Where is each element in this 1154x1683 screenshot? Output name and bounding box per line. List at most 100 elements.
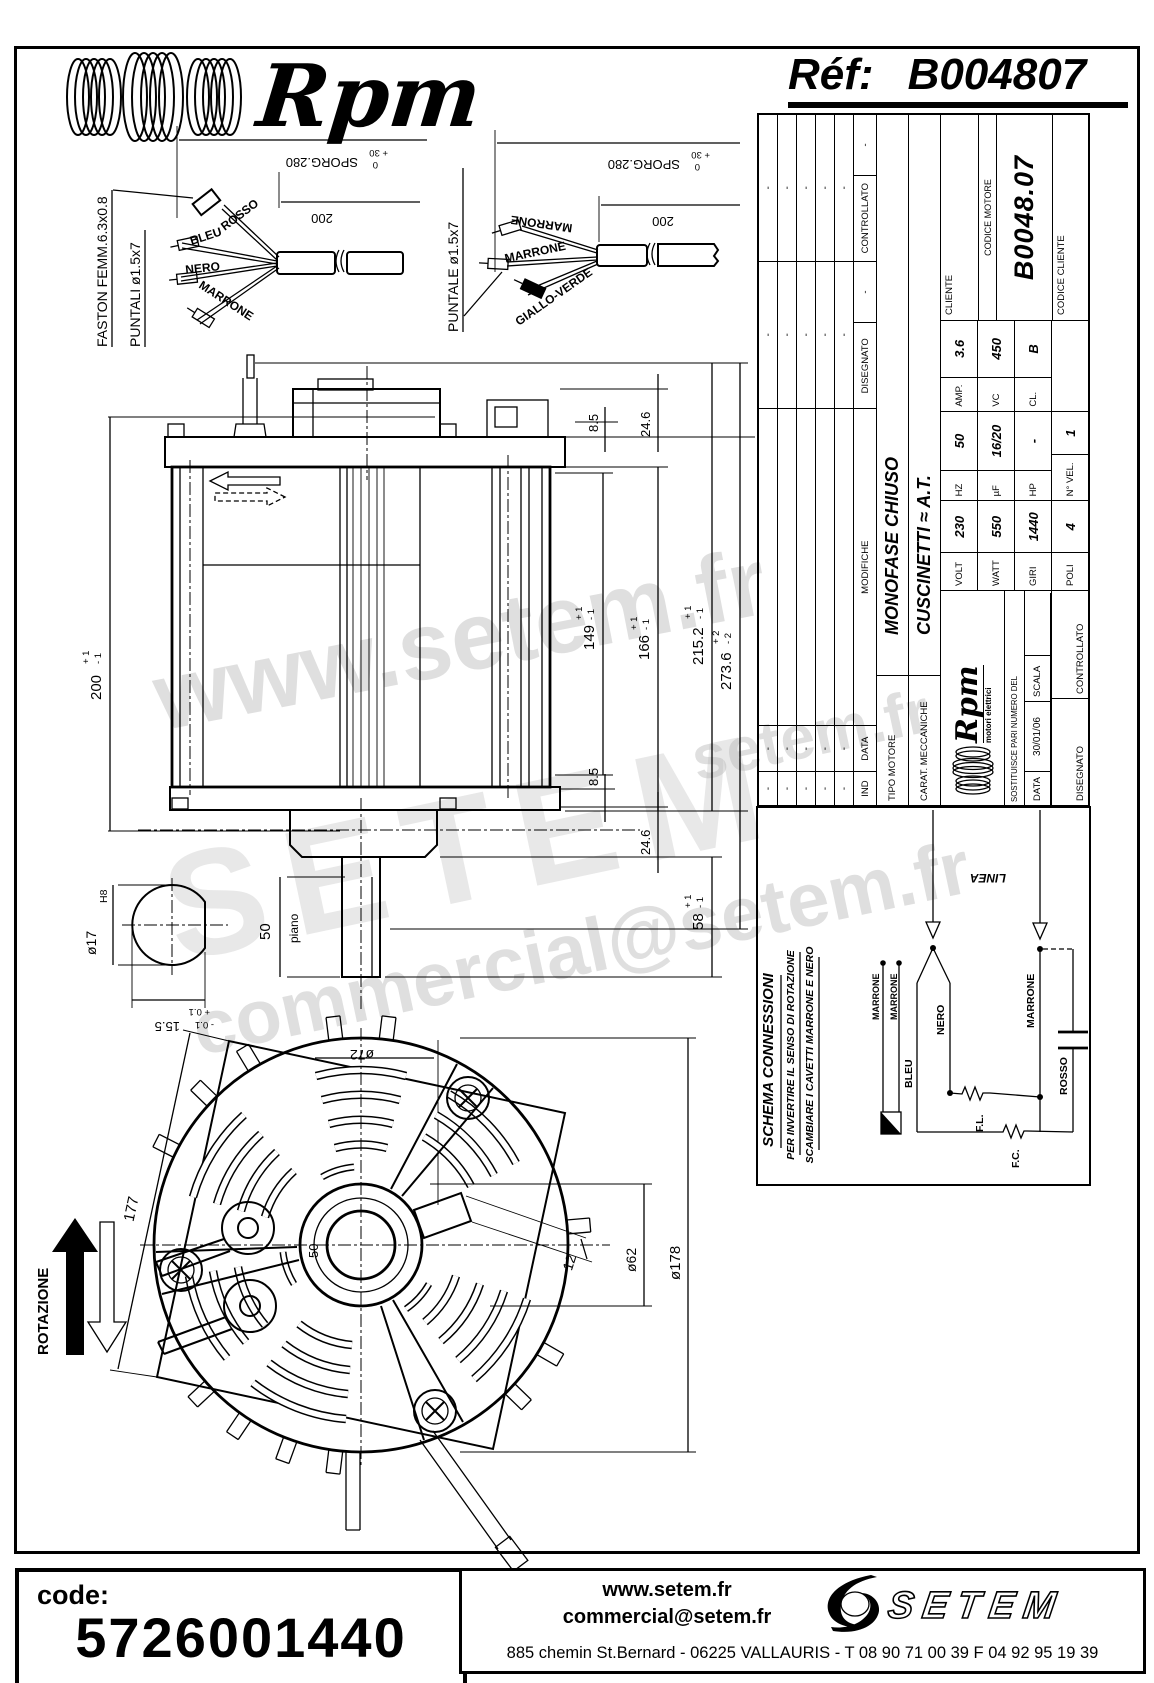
sheet-frame [14, 46, 1140, 1554]
reference: Réf: B004807 [788, 50, 1128, 108]
linea-label: LINEA [970, 871, 1006, 885]
col-data: DATA [854, 725, 877, 772]
puntale-note: PUNTALE ø1.5x7 [445, 222, 461, 332]
vc-value: 450 [978, 320, 1015, 377]
rev-dis: - [816, 260, 835, 409]
wire-label: MARRONE [510, 213, 573, 235]
dim-sporg: SPORG.280 [286, 155, 358, 170]
legend-marrone: MARRONE [871, 974, 881, 1021]
sostituisce: SOSTITUISCE PARI NUMERO DEL [1005, 591, 1025, 805]
dim-24.6: 24.6 [638, 830, 653, 855]
bleu-label: BLEU [903, 1059, 915, 1088]
col-controllato: CONTROLLATO [854, 174, 877, 261]
hz-value: 50 [941, 410, 978, 471]
tol: - 2 [723, 633, 734, 644]
wire-label: BLEU [188, 224, 223, 247]
rev-data: - [816, 725, 835, 772]
volt-value: 230 [941, 500, 978, 553]
nero-label: NERO [935, 1005, 947, 1035]
codice-motore-label: CODICE MOTORE [979, 115, 997, 320]
rev-contr: - [816, 114, 835, 261]
rpm-coils-icon [66, 52, 242, 142]
faston-note: FASTON FEMM.6.3x0.8 [94, 196, 110, 347]
volt-label: VOLT [941, 552, 978, 590]
uf-value: 16/20 [978, 410, 1015, 471]
dim-12: 12 [559, 1252, 579, 1272]
dim-sporg-tol-hi: 0 [695, 161, 700, 172]
tipo-motore-label: TIPO MOTORE [877, 675, 909, 805]
tol: - 1 [586, 609, 597, 620]
controllato-cell: CONTROLLATO [1075, 623, 1086, 694]
rev-dis: - [797, 260, 816, 409]
schema-subtitle: SCAMBIARE I CAVETTI MARRONE E NERO [804, 947, 816, 1164]
hp-value: - [1015, 410, 1052, 471]
schema-connessioni: SCHEMA CONNESSIONI PER INVERTIRE IL SENS… [756, 806, 1091, 1186]
cliente-cell: CLIENTE [941, 115, 979, 320]
setem-logo: SETEM [827, 1575, 1068, 1632]
watt-value: 550 [978, 500, 1015, 553]
col-disegnato: DISEGNATO [854, 322, 877, 409]
nvel-value: 1 [1052, 410, 1088, 455]
wire-diagram-2: SPORG.280 0 + 30 200 MARRONE MARRONE GIA… [445, 130, 740, 332]
col-controllato-val: - [854, 114, 877, 175]
carat-label: CARAT. MECCANICHE [909, 675, 941, 805]
vc-label: VC [978, 376, 1015, 411]
dim-58: 58 [690, 913, 707, 930]
title-block: ---- ---- ---- ---- ---- IND DATA MODIFI… [757, 113, 1090, 807]
tol: + 1 [683, 606, 694, 619]
rev-data: - [759, 725, 778, 772]
dim-o17: ø17 [83, 931, 99, 955]
wire-label: NERO [185, 259, 221, 277]
wire-label: GIALLO-VERDE [513, 265, 595, 328]
nvel-label: N° VEL. [1052, 454, 1088, 501]
dim-sporg: SPORG.280 [608, 157, 680, 172]
dim-sporg-tol-lo: + 30 [369, 147, 388, 158]
rev-ind: - [759, 771, 778, 805]
dim-o72: ø72 [350, 1047, 374, 1063]
puntali-note: PUNTALI ø1.5x7 [127, 242, 143, 347]
rev-ind: - [778, 771, 797, 805]
contact-box: www.setem.fr commercial@setem.fr SETEM 8… [459, 1568, 1146, 1674]
giri-label: GIRI [1015, 552, 1052, 590]
tol: - 1 [93, 653, 104, 664]
fl-label: F.L. [974, 1114, 986, 1132]
dim-8.5: 8.5 [586, 768, 601, 786]
code-label: code: [37, 1580, 110, 1610]
tol: + 1 [629, 617, 640, 630]
address: 885 chemin St.Bernard - 06225 VALLAURIS … [506, 1644, 1099, 1662]
rev-dis: - [778, 260, 797, 409]
tol: - 1 [641, 619, 652, 630]
tipo-motore-value: MONOFASE CHIUSO [877, 115, 909, 675]
dim-166: 166 [636, 635, 653, 660]
tol: - 1 [695, 608, 706, 619]
tb-logo: Rpm motori elettrici [941, 591, 1005, 805]
rev-ind: - [816, 771, 835, 805]
rev-contr: - [835, 114, 854, 261]
motor-front-view: 50 177 12 [35, 1015, 696, 1573]
col-ind: IND [854, 771, 877, 805]
code-value: 5726001440 [75, 1606, 407, 1669]
motor-side-view: 200 + 1 - 1 8.5 24.6 [81, 354, 755, 1205]
dim-sporg-tol-hi: 0 [373, 159, 378, 170]
carat-value: CUSCINETTI ≈ A.T. [909, 115, 941, 675]
dim-o178: ø178 [667, 1246, 684, 1280]
rev-contr: - [778, 114, 797, 261]
rev-contr: - [797, 114, 816, 261]
dim-50: 50 [257, 923, 274, 940]
wire-label: MARRONE [196, 278, 256, 324]
uf-label: µF [978, 470, 1015, 501]
dim-177: 177 [121, 1195, 143, 1223]
wire-label: MARRONE [503, 239, 567, 266]
dim-200: 200 [311, 211, 333, 226]
dim-149: 149 [581, 625, 598, 650]
watt-label: WATT [978, 552, 1015, 590]
tol: - 1 [695, 897, 706, 908]
tol: + 2 [711, 631, 722, 644]
code-box: code: 5726001440 [15, 1568, 467, 1683]
rev-dis: - [835, 260, 854, 409]
tb-brand: Rpm [949, 665, 985, 743]
rev-data: - [835, 725, 854, 772]
dim-8.5: 8.5 [586, 414, 601, 432]
col-disegnato-val: - [854, 260, 877, 323]
